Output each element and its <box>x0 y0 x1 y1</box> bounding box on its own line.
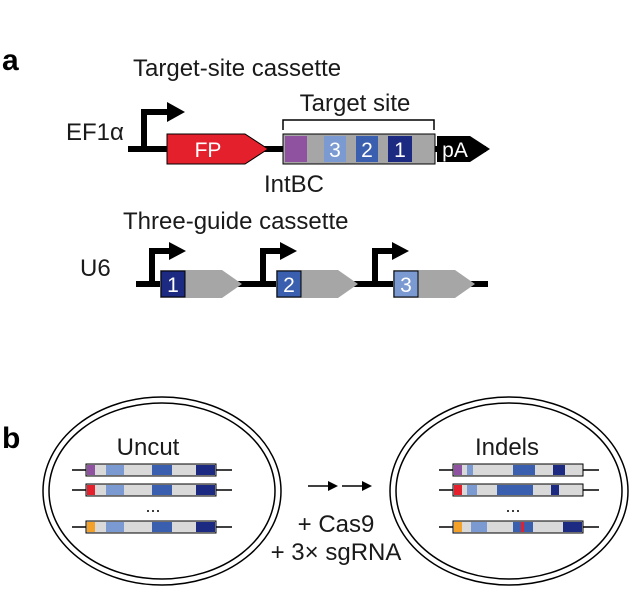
indel-target-arrays <box>439 463 599 534</box>
array-site-3 <box>106 522 124 532</box>
array-edited-site <box>551 485 559 495</box>
array-edited-site <box>471 522 487 532</box>
cut-site-1-label: 1 <box>394 139 406 162</box>
array-intbc-segment <box>454 522 462 532</box>
array-edited-site <box>563 522 582 532</box>
uncut-ellipsis: ... <box>145 496 160 516</box>
array-site-2 <box>152 485 172 495</box>
target-cassette-title: Target-site cassette <box>133 55 341 82</box>
u6-promoter-arrowhead-2-icon <box>280 242 297 260</box>
cut-site-2 <box>356 136 378 162</box>
reaction-sgrna-label: + 3× sgRNA <box>271 539 402 566</box>
intbc-box <box>285 136 307 162</box>
cut-site-3 <box>324 136 346 162</box>
u6-promoter-arrowhead-3-icon <box>392 242 409 260</box>
array-site-1 <box>196 465 215 475</box>
array-site-3 <box>106 465 124 475</box>
array-site-1 <box>196 485 215 495</box>
guide-2-label: 2 <box>283 274 295 297</box>
array-intbc-segment <box>87 485 95 495</box>
fp-label: FP <box>195 139 222 162</box>
array-site-2 <box>152 522 172 532</box>
uncut-cell-outer-membrane <box>42 396 282 586</box>
array-indel-mark <box>521 522 524 532</box>
guide-cassette-title: Three-guide cassette <box>123 208 348 235</box>
uncut-target-arrays <box>72 463 232 534</box>
ef1a-promoter-label: EF1α <box>66 119 124 146</box>
guide-1-box <box>160 270 186 298</box>
array-edited-site <box>497 485 533 495</box>
indels-cell-label: Indels <box>475 434 539 461</box>
u6-promoter-arrow-3-icon <box>372 248 395 281</box>
indels-cell-inner-membrane <box>395 402 623 580</box>
u6-promoter-label: U6 <box>80 255 111 282</box>
target-site-label: Target site <box>300 90 411 117</box>
array-intbc-segment <box>454 465 462 475</box>
array-site-1 <box>196 522 215 532</box>
cut-site-2-label: 2 <box>361 139 373 162</box>
array-edited-site <box>513 465 535 475</box>
array-site-2 <box>152 465 172 475</box>
array-intbc-segment <box>87 465 95 475</box>
ef1a-promoter-arrow-icon <box>141 109 170 146</box>
guide-2-box <box>276 270 302 298</box>
u6-promoter-arrowhead-1-icon <box>169 242 186 260</box>
indels-cell-outer-membrane <box>389 396 629 586</box>
u6-promoter-arrow-2-icon <box>260 248 283 281</box>
array-site-3 <box>106 485 124 495</box>
polya-block <box>437 136 490 162</box>
uncut-cell-inner-membrane <box>48 402 276 580</box>
cut-site-3-label: 3 <box>329 139 341 162</box>
uncut-cell-label: Uncut <box>117 434 180 461</box>
array-edited-site <box>467 465 473 475</box>
guide-3-label: 3 <box>400 274 412 297</box>
fp-block <box>166 133 269 165</box>
guide-1-label: 1 <box>167 274 179 297</box>
intbc-label: IntBC <box>264 171 324 198</box>
polya-label: pA <box>442 139 468 162</box>
array-edited-site <box>467 485 477 495</box>
guide-3-box <box>393 270 419 298</box>
cut-site-1 <box>388 136 412 162</box>
reaction-cas9-label: + Cas9 <box>298 511 375 538</box>
array-intbc-segment <box>454 485 462 495</box>
array-intbc-segment <box>87 522 95 532</box>
panel-label-a: a <box>2 44 19 77</box>
array-edited-site <box>553 465 565 475</box>
u6-promoter-arrow-1-icon <box>149 248 172 281</box>
indels-ellipsis: ... <box>505 496 520 516</box>
ef1a-promoter-arrowhead-icon <box>167 102 185 122</box>
target-site-bracket <box>282 119 435 130</box>
panel-label-b: b <box>2 422 20 455</box>
